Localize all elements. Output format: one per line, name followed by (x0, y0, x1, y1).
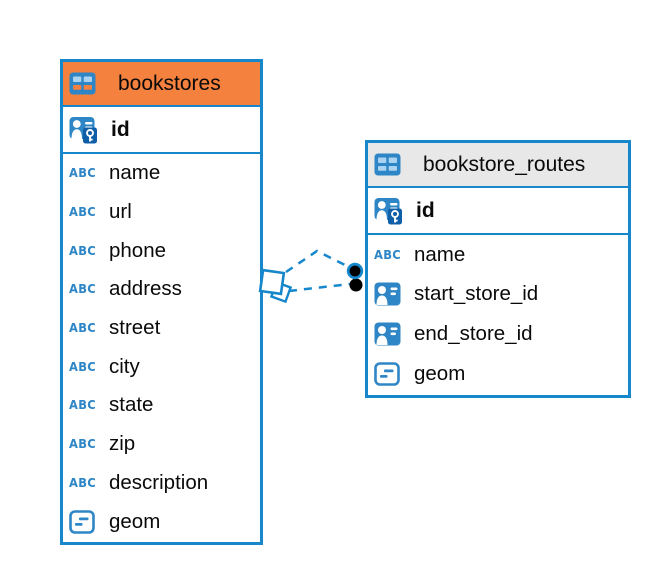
column-row[interactable]: ABC phone (69, 238, 167, 262)
geometry-type-icon (69, 509, 105, 534)
geometry-type-icon (374, 361, 410, 386)
text-type-icon: ABC (69, 436, 97, 452)
primary-key-person-icon (374, 196, 410, 226)
table-title: bookstores (118, 71, 221, 95)
table-bookstores[interactable]: bookstores id ABC name (60, 59, 263, 545)
text-type-icon: ABC (69, 204, 97, 220)
column-row[interactable]: ABC name (374, 242, 466, 266)
text-type-icon: ABC (69, 165, 97, 181)
relationship-line (288, 282, 351, 293)
table-grid-icon (374, 153, 410, 176)
relationship-line (285, 249, 350, 274)
column-row[interactable]: ABC name (69, 161, 161, 185)
column-row[interactable]: ABC url (69, 200, 132, 224)
column-row[interactable]: ABC description (69, 470, 209, 494)
table-bookstore-routes-header[interactable]: bookstore_routes (368, 143, 628, 188)
column-row[interactable]: ABC city (69, 354, 140, 378)
column-row-pk[interactable]: id (368, 188, 628, 235)
column-label-id: id (416, 198, 435, 222)
text-type-icon: ABC (69, 320, 97, 336)
column-row[interactable]: start_store_id (368, 275, 628, 315)
column-row[interactable]: ABC zip (69, 432, 136, 456)
reference-person-icon (374, 322, 410, 346)
column-row-pk[interactable]: id (63, 107, 260, 154)
column-row[interactable]: ABC street (69, 316, 161, 340)
black-dot-marker (346, 262, 364, 292)
reference-person-icon (374, 282, 410, 306)
column-row[interactable]: ABC state (69, 393, 154, 417)
column-label-id: id (111, 117, 130, 141)
text-type-icon: ABC (69, 398, 97, 413)
text-type-icon: ABC (69, 243, 97, 259)
table-bookstores-header[interactable]: bookstores (63, 62, 260, 107)
table-title: bookstore_routes (423, 152, 586, 176)
text-type-icon: ABC (69, 359, 97, 375)
text-type-icon: ABC (374, 247, 402, 263)
column-row[interactable]: ABC address (69, 277, 182, 301)
column-row[interactable]: geom (368, 354, 628, 394)
column-row[interactable]: end_store_id (368, 314, 628, 354)
column-row[interactable]: geom (63, 502, 260, 541)
table-bookstore-routes[interactable]: bookstore_routes id ABC name (365, 140, 631, 398)
diamond-marker (258, 268, 293, 304)
text-type-icon: ABC (69, 282, 97, 297)
table-grid-icon (69, 72, 105, 95)
primary-key-person-icon (69, 115, 105, 145)
text-type-icon: ABC (69, 475, 97, 491)
